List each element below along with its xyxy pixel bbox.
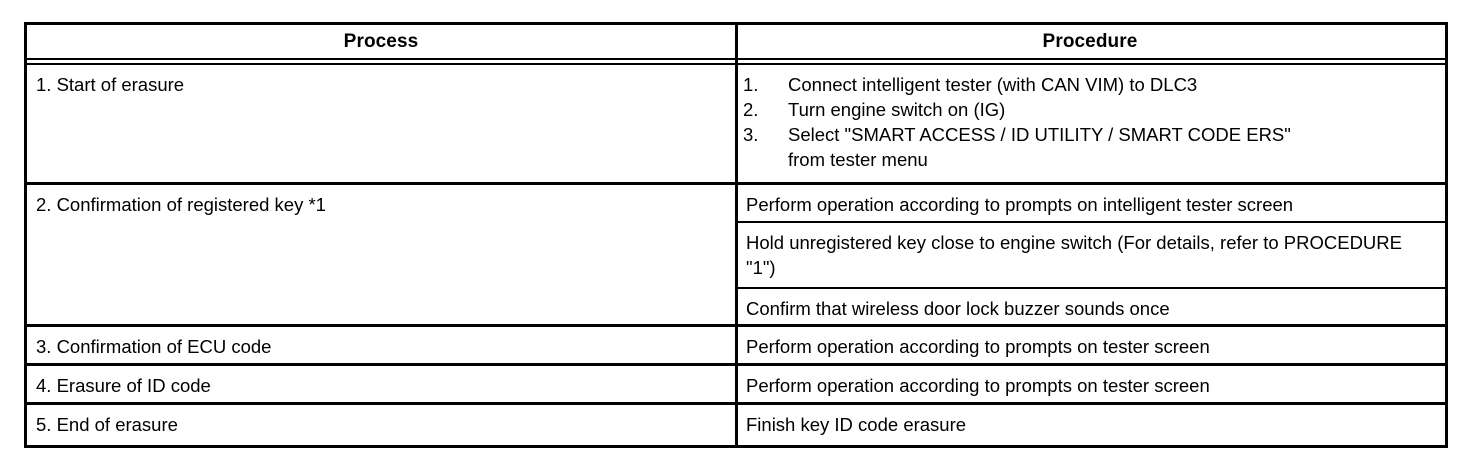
step-number: 2. bbox=[743, 99, 759, 120]
cell-procedure: Perform operation according to prompts o… bbox=[735, 366, 1445, 402]
column-header-procedure: Procedure bbox=[1042, 31, 1138, 52]
cell-process: 2. Confirmation of registered key *1 bbox=[36, 194, 326, 215]
procedure-sub-row: Perform operation according to prompts o… bbox=[735, 185, 1445, 223]
column-header-process: Process bbox=[343, 31, 419, 52]
cell-process: 3. Confirmation of ECU code bbox=[36, 336, 272, 357]
cell-procedure: Perform operation according to prompts o… bbox=[735, 185, 1445, 324]
procedure-table: Process Procedure 1. Start of erasure 1.… bbox=[24, 22, 1448, 448]
step-continuation: from tester menu bbox=[788, 149, 928, 170]
procedure-text: Perform operation according to prompts o… bbox=[746, 375, 1210, 396]
procedure-step: 3. Select "SMART ACCESS / ID UTILITY / S… bbox=[743, 122, 1437, 147]
cell-process: 1. Start of erasure bbox=[36, 74, 185, 95]
step-text: Turn engine switch on (IG) bbox=[788, 99, 1006, 120]
procedure-step-list: 1. Connect intelligent tester (with CAN … bbox=[735, 65, 1445, 180]
step-text: Select "SMART ACCESS / ID UTILITY / SMAR… bbox=[788, 124, 1291, 145]
procedure-sub-row: Confirm that wireless door lock buzzer s… bbox=[746, 298, 1170, 319]
procedure-sub-row: Hold unregistered key close to engine sw… bbox=[735, 223, 1445, 289]
cell-process: 5. End of erasure bbox=[36, 414, 178, 435]
cell-procedure: 1. Connect intelligent tester (with CAN … bbox=[735, 65, 1445, 182]
procedure-text: Finish key ID code erasure bbox=[746, 414, 967, 435]
procedure-step: 2. Turn engine switch on (IG) bbox=[743, 97, 1437, 122]
procedure-step: 1. Connect intelligent tester (with CAN … bbox=[743, 72, 1437, 97]
step-number: 1. bbox=[743, 74, 759, 95]
step-number: 3. bbox=[743, 124, 759, 145]
step-text: Connect intelligent tester (with CAN VIM… bbox=[788, 74, 1198, 95]
cell-process: 4. Erasure of ID code bbox=[36, 375, 211, 396]
cell-procedure: Perform operation according to prompts o… bbox=[735, 327, 1445, 363]
column-separator bbox=[735, 25, 738, 445]
table-header-row: Process Procedure bbox=[27, 25, 1445, 58]
procedure-text: Perform operation according to prompts o… bbox=[746, 336, 1210, 357]
cell-procedure: Finish key ID code erasure bbox=[735, 405, 1445, 445]
